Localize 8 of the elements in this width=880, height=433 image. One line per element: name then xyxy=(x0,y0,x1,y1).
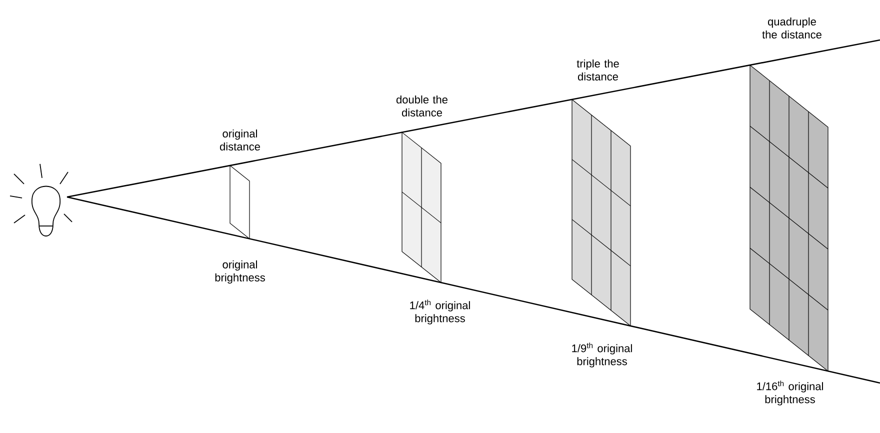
caption-text: 1/16$^{th}$ original brightness xyxy=(757,380,823,406)
caption-text: original brightness xyxy=(215,260,265,284)
caption-text: triple the distance xyxy=(576,59,619,81)
caption-text: original distance xyxy=(220,129,260,151)
caption-text: double the distance xyxy=(396,95,448,117)
caption-text: 1/9$^{th}$ original brightness xyxy=(572,342,632,368)
caption-text: 1/4$^{th}$ original brightness xyxy=(410,300,470,324)
caption-text: quadruple the distance xyxy=(762,17,822,39)
